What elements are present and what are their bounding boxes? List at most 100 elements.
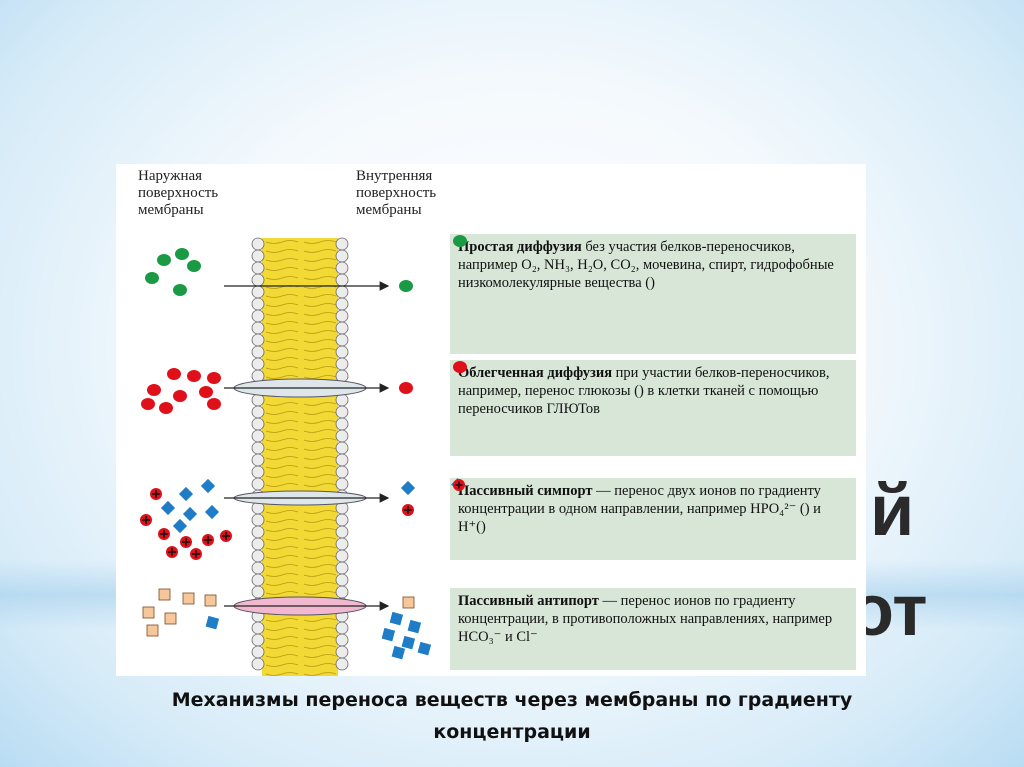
- box-text-tail: ) в клетки тканей с помощью переносчиков…: [458, 383, 819, 417]
- lipid-head: [335, 405, 349, 419]
- lipid-head: [335, 297, 349, 311]
- lipid-tail: [265, 510, 337, 514]
- box-title: Пассивный антипорт: [458, 593, 599, 609]
- lipid-head: [251, 249, 265, 263]
- lipid-head: [335, 621, 349, 635]
- red-molecule: [159, 402, 173, 414]
- red-molecule: [207, 398, 221, 410]
- red-molecule: [173, 390, 187, 402]
- blue-diamond-molecule: [160, 500, 176, 516]
- slide-caption: Механизмы переноса веществ через мембран…: [0, 684, 1024, 748]
- box-facilitated-diffusion: Облегченная диффузия при участии белков-…: [450, 360, 856, 456]
- lipid-tail: [265, 582, 337, 586]
- box-text-mid: ) и H⁺(: [458, 501, 821, 535]
- lipid-tail: [265, 348, 337, 352]
- lipid-head: [335, 417, 349, 431]
- bicarbonate-ion: [417, 641, 432, 656]
- lipid-head: [335, 585, 349, 599]
- lipid-head: [335, 321, 349, 335]
- lipid-head: [251, 537, 265, 551]
- ghost-title-fragment-1: й: [870, 471, 915, 551]
- lipid-head: [251, 261, 265, 275]
- bicarbonate-ion: [401, 635, 416, 650]
- box-title: Облегченная диффузия: [458, 365, 613, 381]
- lipid-tail: [265, 366, 337, 370]
- lipid-head: [251, 477, 265, 491]
- lipid-tail: [265, 465, 337, 469]
- lipid-tail: [265, 645, 337, 649]
- lipid-head: [251, 345, 265, 359]
- lipid-tail: [265, 591, 337, 595]
- red-molecule: [141, 398, 155, 410]
- lipid-head: [335, 285, 349, 299]
- red-plus-molecule: [180, 536, 192, 548]
- box-text: — перенос двух ионов по градиенту концен…: [458, 483, 821, 517]
- lipid-tail: [265, 555, 337, 559]
- lipid-head: [335, 237, 349, 251]
- blue-diamond-molecule: [178, 486, 194, 502]
- lipid-tail: [265, 267, 337, 271]
- lipid-head: [335, 429, 349, 443]
- red-molecule: [207, 372, 221, 384]
- lipid-head: [335, 561, 349, 575]
- lipid-head: [251, 585, 265, 599]
- box-text-tail: ): [480, 519, 486, 535]
- caption-line-2: концентрации: [433, 721, 591, 743]
- lipid-tail: [265, 663, 337, 667]
- green-molecule: [399, 280, 413, 292]
- lipid-tail: [265, 402, 337, 406]
- lipid-tail: [265, 546, 337, 550]
- lipid-head: [251, 321, 265, 335]
- lipid-head: [335, 441, 349, 455]
- lipid-head: [335, 477, 349, 491]
- lipid-head: [251, 357, 265, 371]
- box-simple-diffusion: Простая диффузия без участия белков-пере…: [450, 234, 856, 354]
- lipid-head: [335, 273, 349, 287]
- red-plus-molecule: [220, 530, 232, 542]
- lipid-tail: [265, 312, 337, 316]
- lipid-head: [335, 309, 349, 323]
- box-title: Простая диффузия: [458, 239, 582, 255]
- lipid-tail: [265, 636, 337, 640]
- lipid-head: [335, 357, 349, 371]
- lipid-tail: [265, 303, 337, 307]
- lipid-head: [335, 465, 349, 479]
- bicarbonate-ion: [391, 645, 406, 660]
- bicarbonate-ion: [389, 611, 404, 626]
- lipid-head: [335, 657, 349, 671]
- lipid-head: [251, 417, 265, 431]
- lipid-head: [335, 333, 349, 347]
- lipid-head: [335, 633, 349, 647]
- lipid-tail: [265, 420, 337, 424]
- lipid-head: [251, 309, 265, 323]
- lipid-tail: [265, 294, 337, 298]
- chloride-ion: [402, 596, 415, 609]
- lipid-tail: [265, 339, 337, 343]
- lipid-head: [335, 453, 349, 467]
- red-plus-molecule: [140, 514, 152, 526]
- lipid-head: [251, 633, 265, 647]
- lipid-head: [335, 549, 349, 563]
- lipid-head: [251, 549, 265, 563]
- lipid-head: [251, 453, 265, 467]
- bicarbonate-ion: [407, 619, 422, 634]
- box-text: — перенос ионов по градиенту концентраци…: [458, 593, 833, 645]
- lipid-tail: [265, 249, 337, 253]
- box-passive-antiport: Пассивный антипорт — перенос ионов по гр…: [450, 588, 856, 670]
- lipid-head: [251, 237, 265, 251]
- red-molecule: [187, 370, 201, 382]
- chloride-ion: [146, 624, 159, 637]
- inner-surface-label: Внутренняя поверхность мембраны: [356, 168, 437, 218]
- lipid-tail: [265, 411, 337, 415]
- lipid-tail: [265, 672, 337, 676]
- green-molecule: [145, 272, 159, 284]
- red-plus-molecule: [402, 504, 414, 516]
- lipid-tail: [265, 537, 337, 541]
- caption-line-1: Механизмы переноса веществ через мембран…: [171, 689, 853, 711]
- box-text: при участии белков-переносчиков, наприме…: [458, 365, 830, 399]
- green-molecule: [175, 248, 189, 260]
- lipid-tail: [265, 429, 337, 433]
- lipid-head: [251, 645, 265, 659]
- lipid-tail: [265, 240, 337, 244]
- lipid-head: [251, 657, 265, 671]
